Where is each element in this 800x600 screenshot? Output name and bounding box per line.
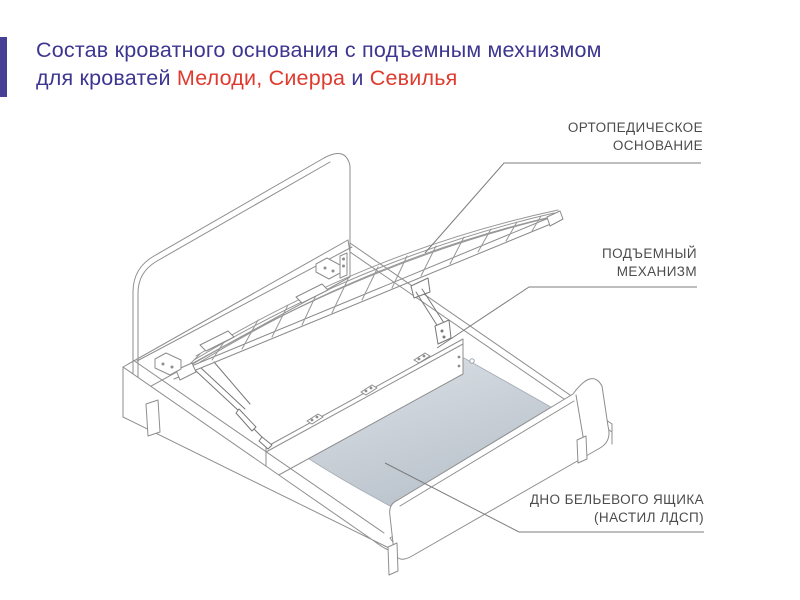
slat-base [173,209,564,381]
headboard [132,153,351,397]
lift-mechanism-left [195,361,273,450]
rim-brackets [154,252,348,376]
page-title: Состав кроватного основания с подъемным … [36,36,602,92]
label-orthopedic-base: ОРТОПЕДИЧЕСКОЕ ОСНОВАНИЕ [567,120,703,153]
title-line-1: Состав кроватного основания с подъемным … [36,38,602,62]
front-foot-leg [387,542,399,576]
label-lift-mechanism: ПОДЪЕМНЫЙ МЕХАНИЗМ [602,246,697,279]
footboard-leg [576,435,588,464]
lift-mechanism-right [410,277,452,345]
title-line-2: для кроватей Мелоди, Сиерра и Севилья [36,66,458,90]
headboard-leg [145,399,161,437]
title-accent-bar [0,37,7,97]
leader-line-orthopedic-base [424,162,701,254]
leader-line-drawer-bottom [384,462,704,533]
panel-screw-hole [469,358,475,364]
footboard [389,378,610,560]
bed-legs [145,399,588,576]
leader-line-lift-mechanism [436,286,697,349]
label-drawer-bottom: ДНО БЕЛЬЕВОГО ЯЩИКА (НАСТИЛ ЛДСП) [529,492,704,525]
